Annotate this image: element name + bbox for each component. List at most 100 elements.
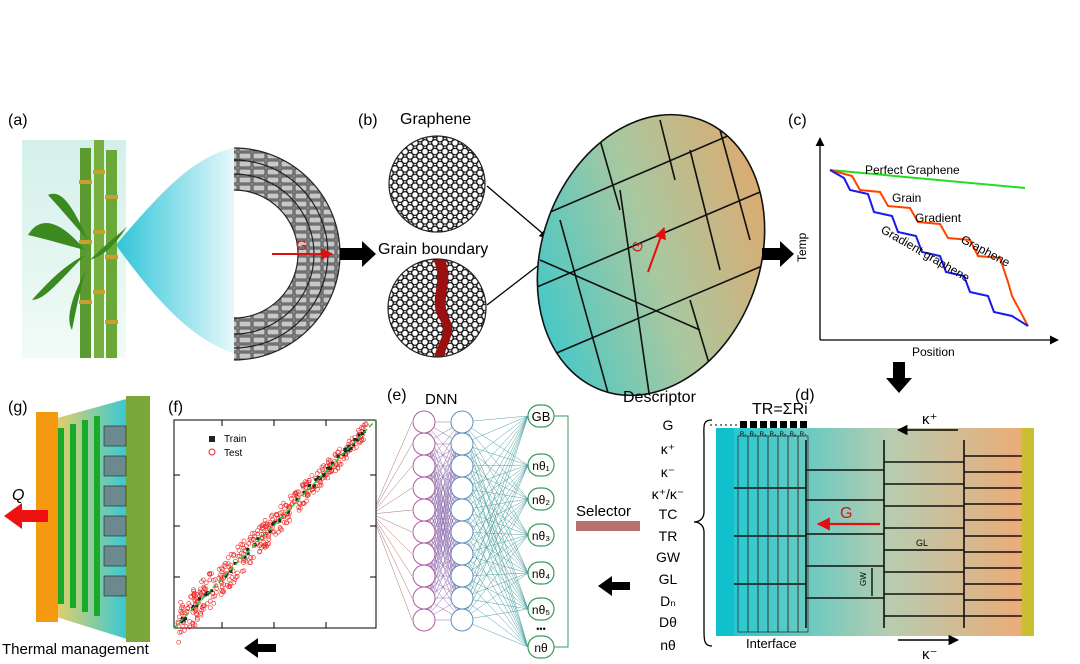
train-point <box>326 466 330 470</box>
dnn-node <box>412 564 436 588</box>
train-point <box>314 478 318 482</box>
dnn-edge <box>461 465 529 574</box>
dnn-edge <box>461 443 529 536</box>
test-point <box>176 623 182 629</box>
arrow-a-to-b <box>340 241 376 267</box>
descriptor-brace <box>693 419 713 647</box>
descriptor-item: Dₙ <box>660 593 676 609</box>
test-point <box>233 574 239 580</box>
test-point <box>314 471 320 476</box>
dnn-edge <box>461 464 529 621</box>
test-point <box>175 620 181 626</box>
train-point <box>355 438 359 442</box>
train-point <box>246 548 250 551</box>
test-point <box>231 553 236 558</box>
output-label: nθ₄ <box>532 567 550 581</box>
output-node <box>527 523 555 547</box>
temperature-profile-chart: Perfect Graphene Grain Gradient Graphene… <box>795 137 1059 359</box>
test-point <box>263 541 268 547</box>
dnn-edge <box>461 572 529 621</box>
descriptor-item: κ⁺ <box>661 441 675 457</box>
selector-bar <box>576 521 640 531</box>
descriptor-title: Descriptor <box>623 389 697 406</box>
dnn-edge <box>371 509 413 515</box>
output-node <box>527 561 555 585</box>
test-point <box>177 614 182 620</box>
test-point <box>346 438 352 444</box>
test-point <box>302 479 308 485</box>
output-node <box>527 597 555 621</box>
test-point <box>220 567 225 572</box>
test-point <box>281 520 287 525</box>
dnn-edge <box>371 443 413 515</box>
test-point <box>257 524 263 530</box>
test-point <box>300 501 306 507</box>
train-point <box>229 569 233 573</box>
test-point <box>211 600 217 606</box>
train-point <box>353 438 357 441</box>
test-point <box>239 551 244 556</box>
train-point <box>233 561 237 565</box>
dnn-edge <box>461 553 529 648</box>
dnn-edge <box>423 421 463 621</box>
grain-gradient-line <box>829 169 1029 327</box>
test-point <box>306 477 312 483</box>
dnn-edge <box>371 421 413 515</box>
test-point <box>269 514 274 520</box>
test-point <box>182 627 187 633</box>
arrow-graphene-to-ellipse <box>486 185 549 239</box>
test-point <box>202 586 207 592</box>
test-point <box>247 560 253 566</box>
g-label-d: G <box>840 505 852 522</box>
dnn-node <box>450 498 474 522</box>
train-point <box>278 519 282 523</box>
test-point <box>257 549 262 555</box>
dnn-node <box>412 410 436 434</box>
test-point <box>318 480 323 486</box>
test-point <box>299 482 305 487</box>
test-point <box>241 538 247 544</box>
test-point <box>284 515 290 520</box>
test-point <box>300 484 306 490</box>
test-point <box>293 491 299 497</box>
heat-arrow <box>4 503 48 529</box>
graphene-title: Graphene <box>400 111 471 128</box>
train-point <box>210 589 214 593</box>
legend-test: Test <box>224 448 243 459</box>
output-label: nθ₁ <box>532 459 549 473</box>
test-point <box>320 466 325 472</box>
train-point <box>361 432 364 436</box>
test-point <box>284 520 290 526</box>
test-point <box>255 528 260 534</box>
train-point <box>198 597 202 601</box>
test-point <box>234 574 240 579</box>
test-point <box>207 571 213 576</box>
test-point <box>194 612 200 618</box>
dnn-edge <box>461 575 529 648</box>
test-point <box>356 428 361 433</box>
test-point <box>241 568 247 574</box>
arrow-c-to-d <box>886 362 912 393</box>
test-point <box>341 456 347 462</box>
test-point <box>178 599 183 605</box>
test-point <box>279 527 284 533</box>
test-point <box>238 557 243 563</box>
dnn-edge <box>461 464 529 555</box>
panel-label-d: (d) <box>795 387 815 404</box>
output-label: nθ₃ <box>532 529 550 543</box>
dnn-edge <box>461 619 529 648</box>
output-node <box>527 453 555 477</box>
test-point <box>287 493 293 499</box>
arrow-f-to-g <box>244 638 276 658</box>
panel-label-f: (f) <box>168 399 183 416</box>
test-point <box>273 512 279 517</box>
dnn-node <box>450 432 474 456</box>
test-point <box>278 504 284 509</box>
panel-label-b: (b) <box>358 112 378 129</box>
dnn-edge <box>371 487 413 515</box>
test-point <box>213 583 219 589</box>
train-point <box>349 446 353 450</box>
test-point <box>180 605 186 610</box>
train-point <box>344 447 348 451</box>
graphene-label-c: Graphene <box>959 232 1013 270</box>
